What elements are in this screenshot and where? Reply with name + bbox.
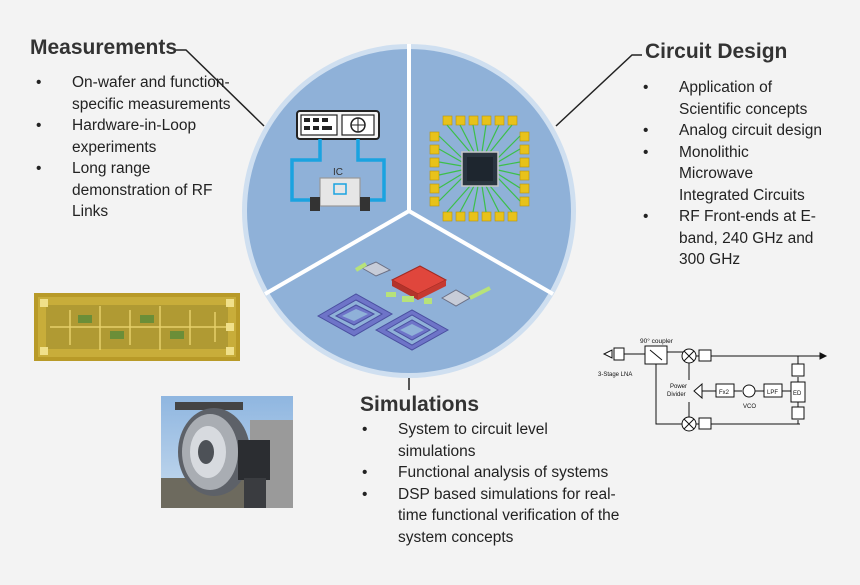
simulations-heading: Simulations [360, 393, 480, 416]
measurements-item: Long range demonstration of RF Links [36, 158, 232, 223]
vco-label: VCO [743, 404, 756, 410]
simulation-layout-illustration [316, 261, 491, 351]
measurements-item: Hardware-in-Loop experiments [36, 115, 242, 158]
mmic-chip-photo [34, 293, 240, 361]
circuit-design-leader-line [555, 54, 642, 127]
coupler-label: 90° coupler [640, 337, 674, 345]
power-divider-label-2: Divider [667, 392, 686, 398]
ic-label: IC [333, 167, 343, 178]
measurements-heading: Measurements [30, 36, 178, 59]
circuit-design-item: RF Front-ends at E-band, 240 GHz and 300… [643, 206, 824, 271]
simulations-item: System to circuit level simulations [362, 419, 598, 462]
lpf-label: LPF [767, 390, 778, 396]
lna-label: 3-Stage LNA [598, 372, 632, 378]
receiver-block-diagram [602, 345, 828, 432]
measurements-list: On-wafer and function-specific measureme… [36, 72, 272, 223]
ed-label: ED [793, 391, 802, 397]
measurements-item: On-wafer and function-specific measureme… [36, 72, 272, 115]
simulations-item: Functional analysis of systems [362, 462, 633, 484]
simulations-item: DSP based simulations for real-time func… [362, 484, 630, 549]
circuit-design-item: Application of Scientific concepts [643, 77, 837, 120]
circuit-design-heading: Circuit Design [645, 40, 788, 63]
simulations-list: System to circuit level simulations Func… [362, 419, 633, 549]
measurement-setup-illustration: IC [290, 110, 386, 211]
circuit-design-item: Monolithic Microwave Integrated Circuits [643, 142, 809, 207]
circuit-design-list: Application of Scientific concepts Analo… [643, 77, 837, 271]
power-divider-label-1: Power [670, 384, 687, 390]
chip-layout-illustration [429, 115, 530, 222]
circuit-design-item: Analog circuit design [643, 120, 837, 142]
fx2-label: Fx2 [719, 390, 730, 396]
antenna-field-photo [161, 396, 293, 508]
